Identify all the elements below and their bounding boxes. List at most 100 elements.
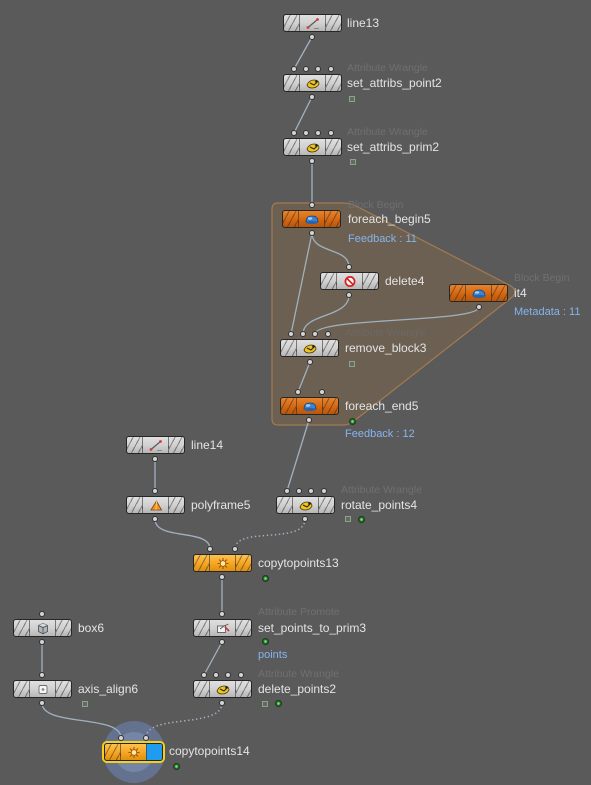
node-remove-block3[interactable]: Attribute Wrangle remove_block3 <box>280 327 426 367</box>
output-connector[interactable] <box>39 639 45 645</box>
input-connector[interactable] <box>296 488 302 494</box>
node-body[interactable] <box>13 680 72 698</box>
input-connector[interactable] <box>319 389 325 395</box>
input-connector[interactable] <box>152 488 158 494</box>
bypass-flag[interactable] <box>283 211 299 227</box>
input-connector[interactable] <box>308 488 314 494</box>
input-connector[interactable] <box>328 130 334 136</box>
input-connector[interactable] <box>321 488 327 494</box>
input-connector[interactable] <box>315 66 321 72</box>
output-connector[interactable] <box>309 230 315 236</box>
node-box6[interactable]: box6 <box>13 611 104 645</box>
input-connector[interactable] <box>118 735 124 741</box>
node-foreach-end5[interactable]: foreach_end5 Feedback : 12 <box>280 389 418 440</box>
output-connector[interactable] <box>307 359 313 365</box>
wire[interactable] <box>293 36 313 70</box>
output-connector[interactable] <box>219 639 225 645</box>
display-flag[interactable] <box>322 398 338 414</box>
input-connector[interactable] <box>300 331 306 337</box>
node-line13[interactable]: line13 <box>283 14 379 40</box>
bypass-flag[interactable] <box>127 497 143 513</box>
input-connector[interactable] <box>315 130 321 136</box>
display-flag[interactable] <box>325 139 341 155</box>
bypass-flag[interactable] <box>277 497 293 513</box>
node-set-points-to-prim3[interactable]: Attribute Promote set_points_to_prim3 po… <box>193 606 366 661</box>
wire[interactable] <box>293 96 313 134</box>
output-connector[interactable] <box>309 94 315 100</box>
node-body[interactable] <box>193 554 252 572</box>
node-copytopoints13[interactable]: copytopoints13 <box>193 546 339 582</box>
bypass-flag[interactable] <box>284 15 300 31</box>
input-connector[interactable] <box>303 130 309 136</box>
node-copytopoints14[interactable]: copytopoints14 <box>104 735 250 770</box>
wire[interactable] <box>41 702 122 739</box>
input-connector[interactable] <box>295 389 301 395</box>
node-body[interactable] <box>126 436 185 454</box>
bypass-flag[interactable] <box>14 620 30 636</box>
output-connector[interactable] <box>152 456 158 462</box>
node-body[interactable] <box>276 496 335 514</box>
output-connector[interactable] <box>309 158 315 164</box>
wire[interactable] <box>297 361 311 393</box>
display-flag[interactable] <box>55 620 71 636</box>
output-connector[interactable] <box>346 292 352 298</box>
node-body[interactable] <box>104 743 163 761</box>
bypass-flag[interactable] <box>281 398 297 414</box>
input-connector[interactable] <box>39 672 45 678</box>
wire[interactable] <box>286 419 310 492</box>
node-axis-align6[interactable]: axis_align6 <box>13 672 138 707</box>
input-connector[interactable] <box>284 488 290 494</box>
bypass-flag[interactable] <box>284 75 300 91</box>
display-flag[interactable] <box>235 555 251 571</box>
bypass-flag[interactable] <box>127 437 143 453</box>
bypass-flag[interactable] <box>105 744 121 760</box>
bypass-flag[interactable] <box>321 273 337 289</box>
output-connector[interactable] <box>219 700 225 706</box>
wire[interactable] <box>314 306 480 335</box>
wire[interactable] <box>302 294 350 335</box>
node-rotate-points4[interactable]: Attribute Wrangle rotate_points4 <box>276 484 422 523</box>
display-flag[interactable] <box>146 744 162 760</box>
node-foreach-begin5[interactable]: Block Begin foreach_begin5 Feedback : 11 <box>282 199 431 245</box>
wire[interactable] <box>145 702 223 739</box>
node-body[interactable] <box>282 210 341 228</box>
input-connector[interactable] <box>312 331 318 337</box>
bypass-flag[interactable] <box>284 139 300 155</box>
input-connector[interactable] <box>39 611 45 617</box>
wire[interactable] <box>311 232 350 268</box>
input-connector[interactable] <box>213 672 219 678</box>
node-set-attribs-prim2[interactable]: Attribute Wrangle set_attribs_prim2 <box>283 126 439 165</box>
input-connector[interactable] <box>309 202 315 208</box>
input-connector[interactable] <box>303 66 309 72</box>
output-connector[interactable] <box>309 34 315 40</box>
display-flag[interactable] <box>325 15 341 31</box>
node-body[interactable] <box>193 680 252 698</box>
node-body[interactable] <box>283 138 342 156</box>
input-connector[interactable] <box>291 130 297 136</box>
bypass-flag[interactable] <box>450 285 466 301</box>
input-connector[interactable] <box>325 331 331 337</box>
input-connector[interactable] <box>201 672 207 678</box>
bypass-flag[interactable] <box>14 681 30 697</box>
input-connector[interactable] <box>346 264 352 270</box>
node-body[interactable] <box>280 397 339 415</box>
display-flag[interactable] <box>318 497 334 513</box>
output-connector[interactable] <box>39 700 45 706</box>
bypass-flag[interactable] <box>281 340 297 356</box>
node-it4[interactable]: Block Begin it4 Metadata : 11 <box>449 272 580 318</box>
bypass-flag[interactable] <box>194 620 210 636</box>
display-flag[interactable] <box>325 75 341 91</box>
wire[interactable] <box>290 232 313 335</box>
bypass-flag[interactable] <box>194 681 210 697</box>
node-polyframe5[interactable]: polyframe5 <box>126 488 250 522</box>
display-flag[interactable] <box>322 340 338 356</box>
node-body[interactable] <box>280 339 339 357</box>
node-set-attribs-point2[interactable]: Attribute Wrangle set_attribs_point2 <box>283 62 442 102</box>
node-body[interactable] <box>13 619 72 637</box>
input-connector[interactable] <box>232 546 238 552</box>
display-flag[interactable] <box>491 285 507 301</box>
node-body[interactable] <box>283 74 342 92</box>
display-flag[interactable] <box>55 681 71 697</box>
input-connector[interactable] <box>219 611 225 617</box>
input-connector[interactable] <box>225 672 231 678</box>
